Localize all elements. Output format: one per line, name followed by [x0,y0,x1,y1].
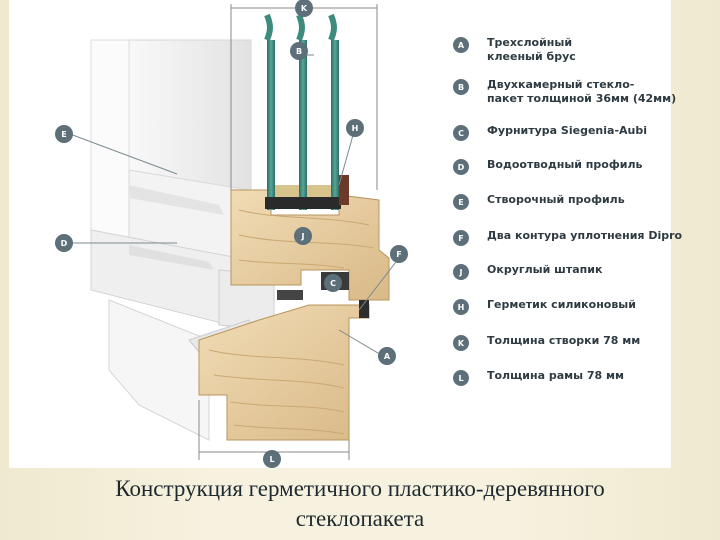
wood-frame [198,304,370,441]
callout-e: E [55,125,73,143]
legend-label: Двухкамерный стекло- пакет толщиной 36мм… [487,78,677,105]
caption-line-1: Конструкция герметичного пластико-деревя… [115,476,605,501]
legend-item-k: K Толщина створки 78 мм [453,334,687,351]
callout-b: B [290,42,308,60]
callout-c: C [324,274,342,292]
callout-k: K [295,0,313,17]
legend-badge: H [453,299,469,315]
svg-text:K: K [301,4,308,13]
legend-label: Толщина рамы 78 мм [487,369,625,382]
window-profile-diagram: K B H E J D F C [55,0,408,468]
svg-text:B: B [296,47,302,56]
dimension-lines [198,4,378,460]
legend-item-a: A Трехслойный клееный брус [453,36,687,64]
legend-label: Толщина створки 78 мм [487,334,641,347]
callout-f: F [390,245,408,263]
svg-text:C: C [330,279,336,288]
svg-text:A: A [384,352,391,361]
callout-j: J [294,227,312,245]
legend-item-f: F Два контура уплотнения Dipro [453,229,687,246]
legend-item-l: L Толщина рамы 78 мм [453,369,687,386]
legend-label: Герметик силиконовый [487,298,636,311]
legend-item-b: B Двухкамерный стекло- пакет толщиной 36… [453,78,687,106]
callout-a: A [378,347,396,365]
svg-text:J: J [301,232,305,241]
legend-item-h: H Герметик силиконовый [453,298,687,315]
leader-lines [69,54,400,357]
glass-unit [264,13,349,210]
legend-badge: F [453,230,469,246]
legend-badge: J [453,264,469,280]
legend-badge: B [453,79,469,95]
legend-label: Округлый штапик [487,263,603,276]
callout-h: H [346,119,364,137]
window-cross-section-image: K B H E J D F C [9,0,682,468]
legend-badge: K [453,335,469,351]
pvc-frame [90,39,275,441]
legend-badge: E [453,194,469,210]
svg-text:H: H [352,124,359,133]
svg-text:E: E [61,130,66,139]
callout-d: D [55,234,73,252]
caption-line-2: стеклопакета [295,506,425,531]
legend-label: Створочный профиль [487,193,625,206]
svg-text:F: F [396,250,401,259]
legend-label: Водоотводный профиль [487,158,643,171]
svg-text:L: L [269,455,274,464]
legend-item-e: E Створочный профиль [453,193,687,210]
legend-item-j: J Округлый штапик [453,263,687,280]
callout-l: L [263,450,281,468]
legend-item-c: C Фурнитура Siegenia-Aubi [453,124,687,141]
legend-badge: A [453,37,469,53]
legend-badge: L [453,370,469,386]
legend-label: Два контура уплотнения Dipro [487,229,683,242]
slide-caption: Конструкция герметичного пластико-деревя… [0,474,720,534]
svg-text:D: D [61,239,68,248]
legend-item-d: D Водоотводный профиль [453,158,687,175]
legend-label: Трехслойный клееный брус [487,36,576,63]
legend-badge: D [453,159,469,175]
wood-sash [230,189,390,301]
legend-label: Фурнитура Siegenia-Aubi [487,124,647,137]
legend-badge: C [453,125,469,141]
